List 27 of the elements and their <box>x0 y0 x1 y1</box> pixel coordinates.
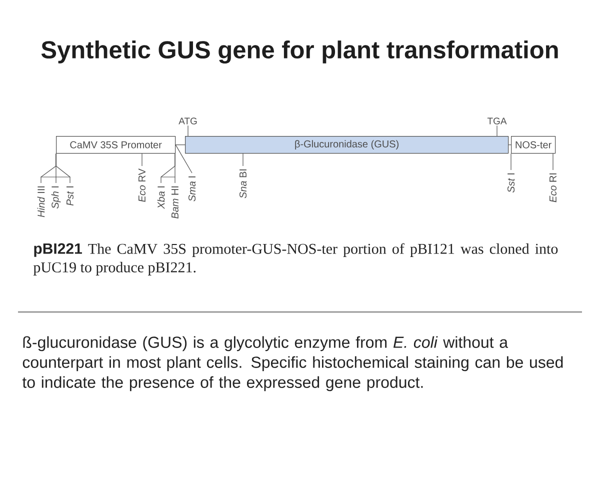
caption: pBI221 The CaMV 35S promoter-GUS-NOS-ter portion of pBI121 was cloned into pUC19 to produce pBI221. <box>33 243 558 276</box>
restriction-site-label: Sst I <box>507 173 515 193</box>
restriction-site-label: Xba I <box>157 186 165 210</box>
promoter-box: CaMV 35S Promoter <box>56 136 176 154</box>
leader-line <box>552 153 554 170</box>
codon-label: ATG <box>178 118 197 124</box>
coding-region-box: β-Glucuronidase (GUS) <box>185 136 509 154</box>
leader-line <box>174 153 176 184</box>
title: Synthetic GUS gene for plant transformation <box>41 40 558 64</box>
restriction-site-label: Eco RI <box>550 173 556 202</box>
leader-line <box>242 153 244 166</box>
restriction-site-label: Sma I <box>188 176 196 202</box>
linker-line <box>508 144 512 146</box>
restriction-site-label: Sph I <box>51 186 61 209</box>
leader-line <box>175 144 192 174</box>
restriction-site-label: Eco RV <box>138 168 146 202</box>
restriction-site-label: Bam HI <box>172 186 178 219</box>
paragraph: ß-glucuronidase (GUS) is a glycolytic enzyme from E. coli without a counterpart in most plant cells. Specific histochemical staining can be used to indicate the presence of the expressed gene product. <box>22 336 563 392</box>
linker-line <box>175 144 186 146</box>
codon-label: TGA <box>487 118 507 124</box>
terminator-box: NOS-ter <box>511 136 556 154</box>
leader-line <box>56 153 70 184</box>
restriction-site-label: Sna BI <box>239 169 247 198</box>
restriction-site-label: Pst I <box>66 186 74 206</box>
restriction-site-label: Hind III <box>37 186 45 218</box>
leader-line <box>510 153 512 170</box>
leader-line <box>496 125 498 136</box>
